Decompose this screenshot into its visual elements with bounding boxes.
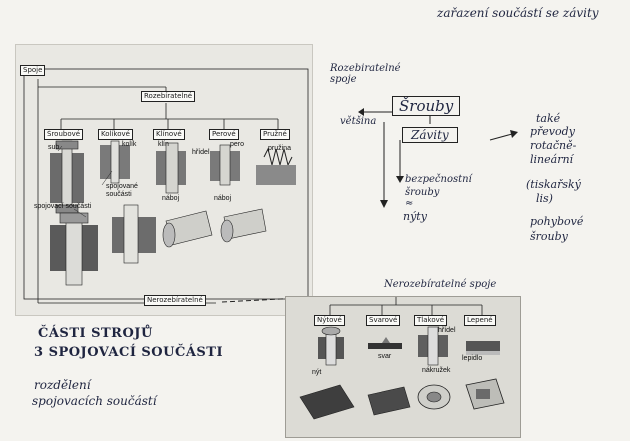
subheading-spojovacich: spojovacích součástí [32, 394, 157, 408]
note-lis: lis) [536, 192, 553, 205]
label-naboj-1: náboj [162, 195, 180, 202]
heading-spojovaci-soucasti: 3 SPOJOVACÍ SOUČÁSTI [34, 345, 224, 360]
category-lepene: Lepené [464, 315, 496, 326]
label-spojovane-soucasti: spojované součásti [106, 183, 138, 198]
label-naboj-2: náboj [214, 195, 232, 202]
note-linearni: lineární [530, 153, 574, 166]
heading-casti-stroju: ČÁSTI STROJŮ [38, 326, 153, 341]
label-hridel: hřídel [192, 149, 210, 156]
note-prevody: převody [530, 125, 575, 138]
category-perove: Perové [209, 129, 239, 140]
category-tlakove: Tlakové [414, 315, 448, 326]
note-rotacne: rotačně- [530, 139, 577, 152]
bottom-label-hridel: hřídel [438, 327, 456, 334]
left-diagram-lines [23, 68, 309, 304]
bezpecnostni-label: bezpečnostní [405, 174, 472, 185]
zavity-box: Závity [402, 127, 458, 143]
nerozebiratelne-label: Nerozebíratelné [144, 295, 206, 306]
note-tiskarsky: (tiskařský [526, 178, 581, 191]
note-take: také [536, 112, 561, 125]
bottom-label-nyt: nýt [312, 369, 322, 376]
srouby-small-label: šrouby [405, 187, 440, 198]
nerozebiratelne-spoje-title: Nerozebíratelné spoje [384, 279, 497, 290]
top-title: zařazení součástí se závity [437, 6, 599, 20]
approx-sign: ≈ [405, 198, 414, 209]
label-spojovaci-soucasti: spojovací součásti [34, 203, 92, 210]
nyty-label: nýty [403, 210, 427, 223]
srouby-box: Šrouby [392, 96, 461, 116]
category-klinove: Klínové [153, 129, 185, 140]
category-sroubove: Šroubové [44, 129, 84, 140]
note-srouby: šrouby [530, 230, 568, 243]
vetsina-label: většina [340, 116, 377, 127]
label-kolik: kolík [122, 141, 137, 148]
subheading-rozdeleni: rozdělení [34, 378, 91, 392]
category-kolikove: Kolíkové [98, 129, 133, 140]
bottom-label-nakruzek: nákružek [422, 367, 451, 374]
bottom-diagram-lines [299, 297, 505, 420]
bottom-label-lepidlo: lepidlo [462, 355, 483, 362]
bottom-diagram-photo: Nýtové Svarové Tlakové Lepené hřídel sva… [285, 296, 521, 438]
bottom-label-svar: svar [378, 353, 392, 360]
label-klin: klín [158, 141, 169, 148]
category-svarove: Svarové [366, 315, 401, 326]
left-diagram-photo: Spoje Rozebíratelné Šroubové Kolíkové Kl… [15, 44, 313, 316]
note-pohybove: pohybové [530, 215, 584, 228]
category-pruzne: Pružné [260, 129, 290, 140]
label-pruzina: pružina [268, 145, 291, 152]
label-pero: pero [230, 141, 245, 148]
spoje-label: Spoje [20, 65, 46, 76]
rozebiratelne-label: Rozebíratelné [141, 91, 196, 102]
rozebiratelne-spoje-title: Rozebiratelné spoje [330, 63, 401, 85]
category-nytove: Nýtové [314, 315, 345, 326]
label-sub: sub [48, 144, 60, 151]
